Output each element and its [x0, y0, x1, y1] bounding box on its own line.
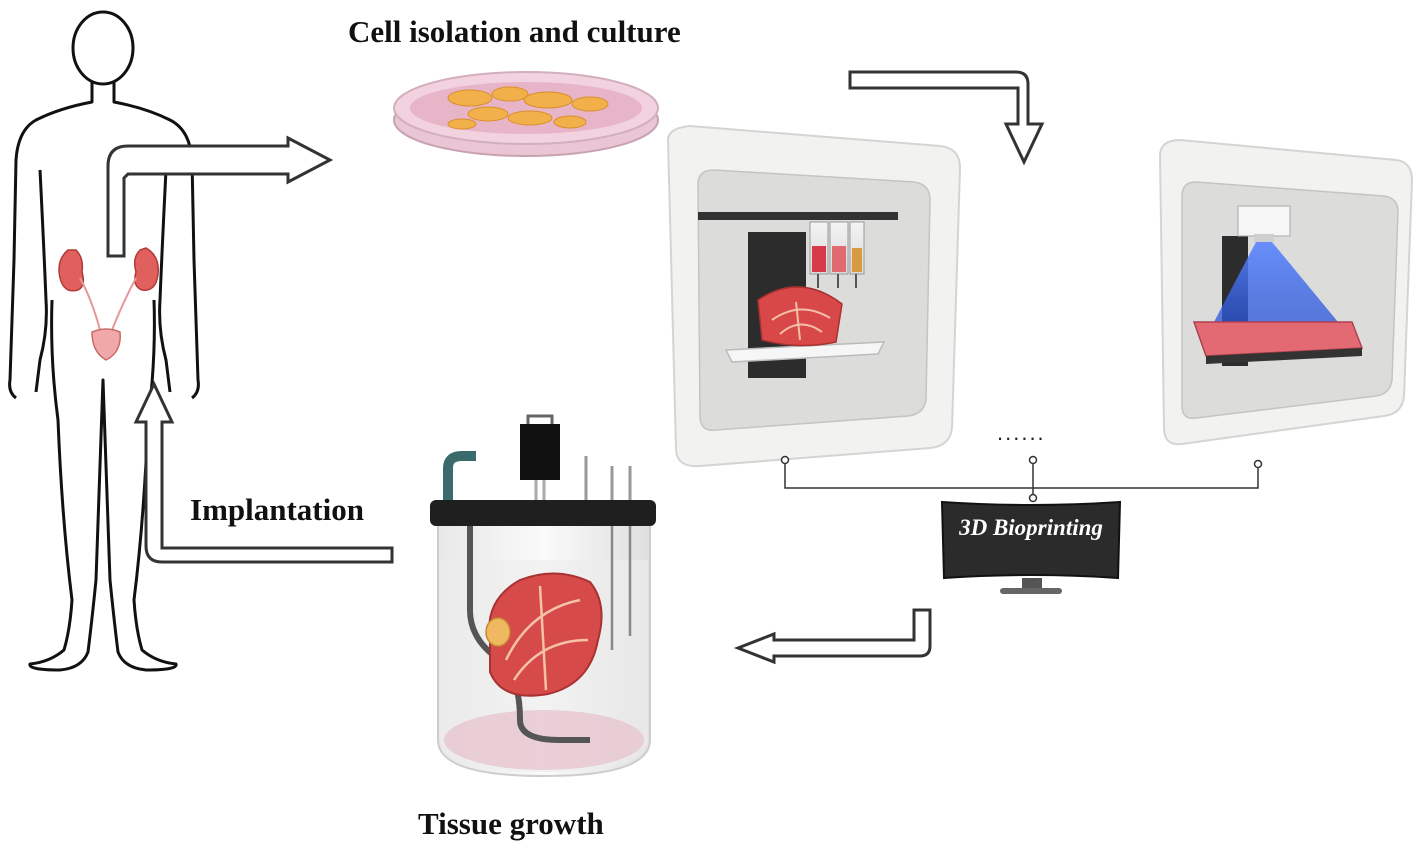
arrow-culture-to-printer [848, 70, 1045, 166]
arrow-implantation [133, 380, 394, 564]
label-tissue-growth: Tissue growth [418, 806, 604, 841]
bioreactor-icon [430, 414, 656, 778]
kidney-icon [58, 247, 159, 361]
printer-connections [780, 455, 1263, 503]
label-implantation: Implantation [190, 492, 364, 527]
label-3d-bioprinting: 3D Bioprinting [959, 515, 1103, 540]
arrow-body-to-culture [106, 135, 334, 258]
light-based-bioprinter-icon [1158, 138, 1414, 446]
label-more-methods: ...... [997, 420, 1046, 445]
label-cell-isolation: Cell isolation and culture [348, 14, 681, 49]
petri-dish-icon [393, 71, 659, 157]
monitor-icon [940, 500, 1122, 594]
extrusion-bioprinter-icon [666, 124, 962, 468]
arrow-printer-to-reactor [733, 608, 932, 665]
human-body-icon [8, 10, 200, 672]
